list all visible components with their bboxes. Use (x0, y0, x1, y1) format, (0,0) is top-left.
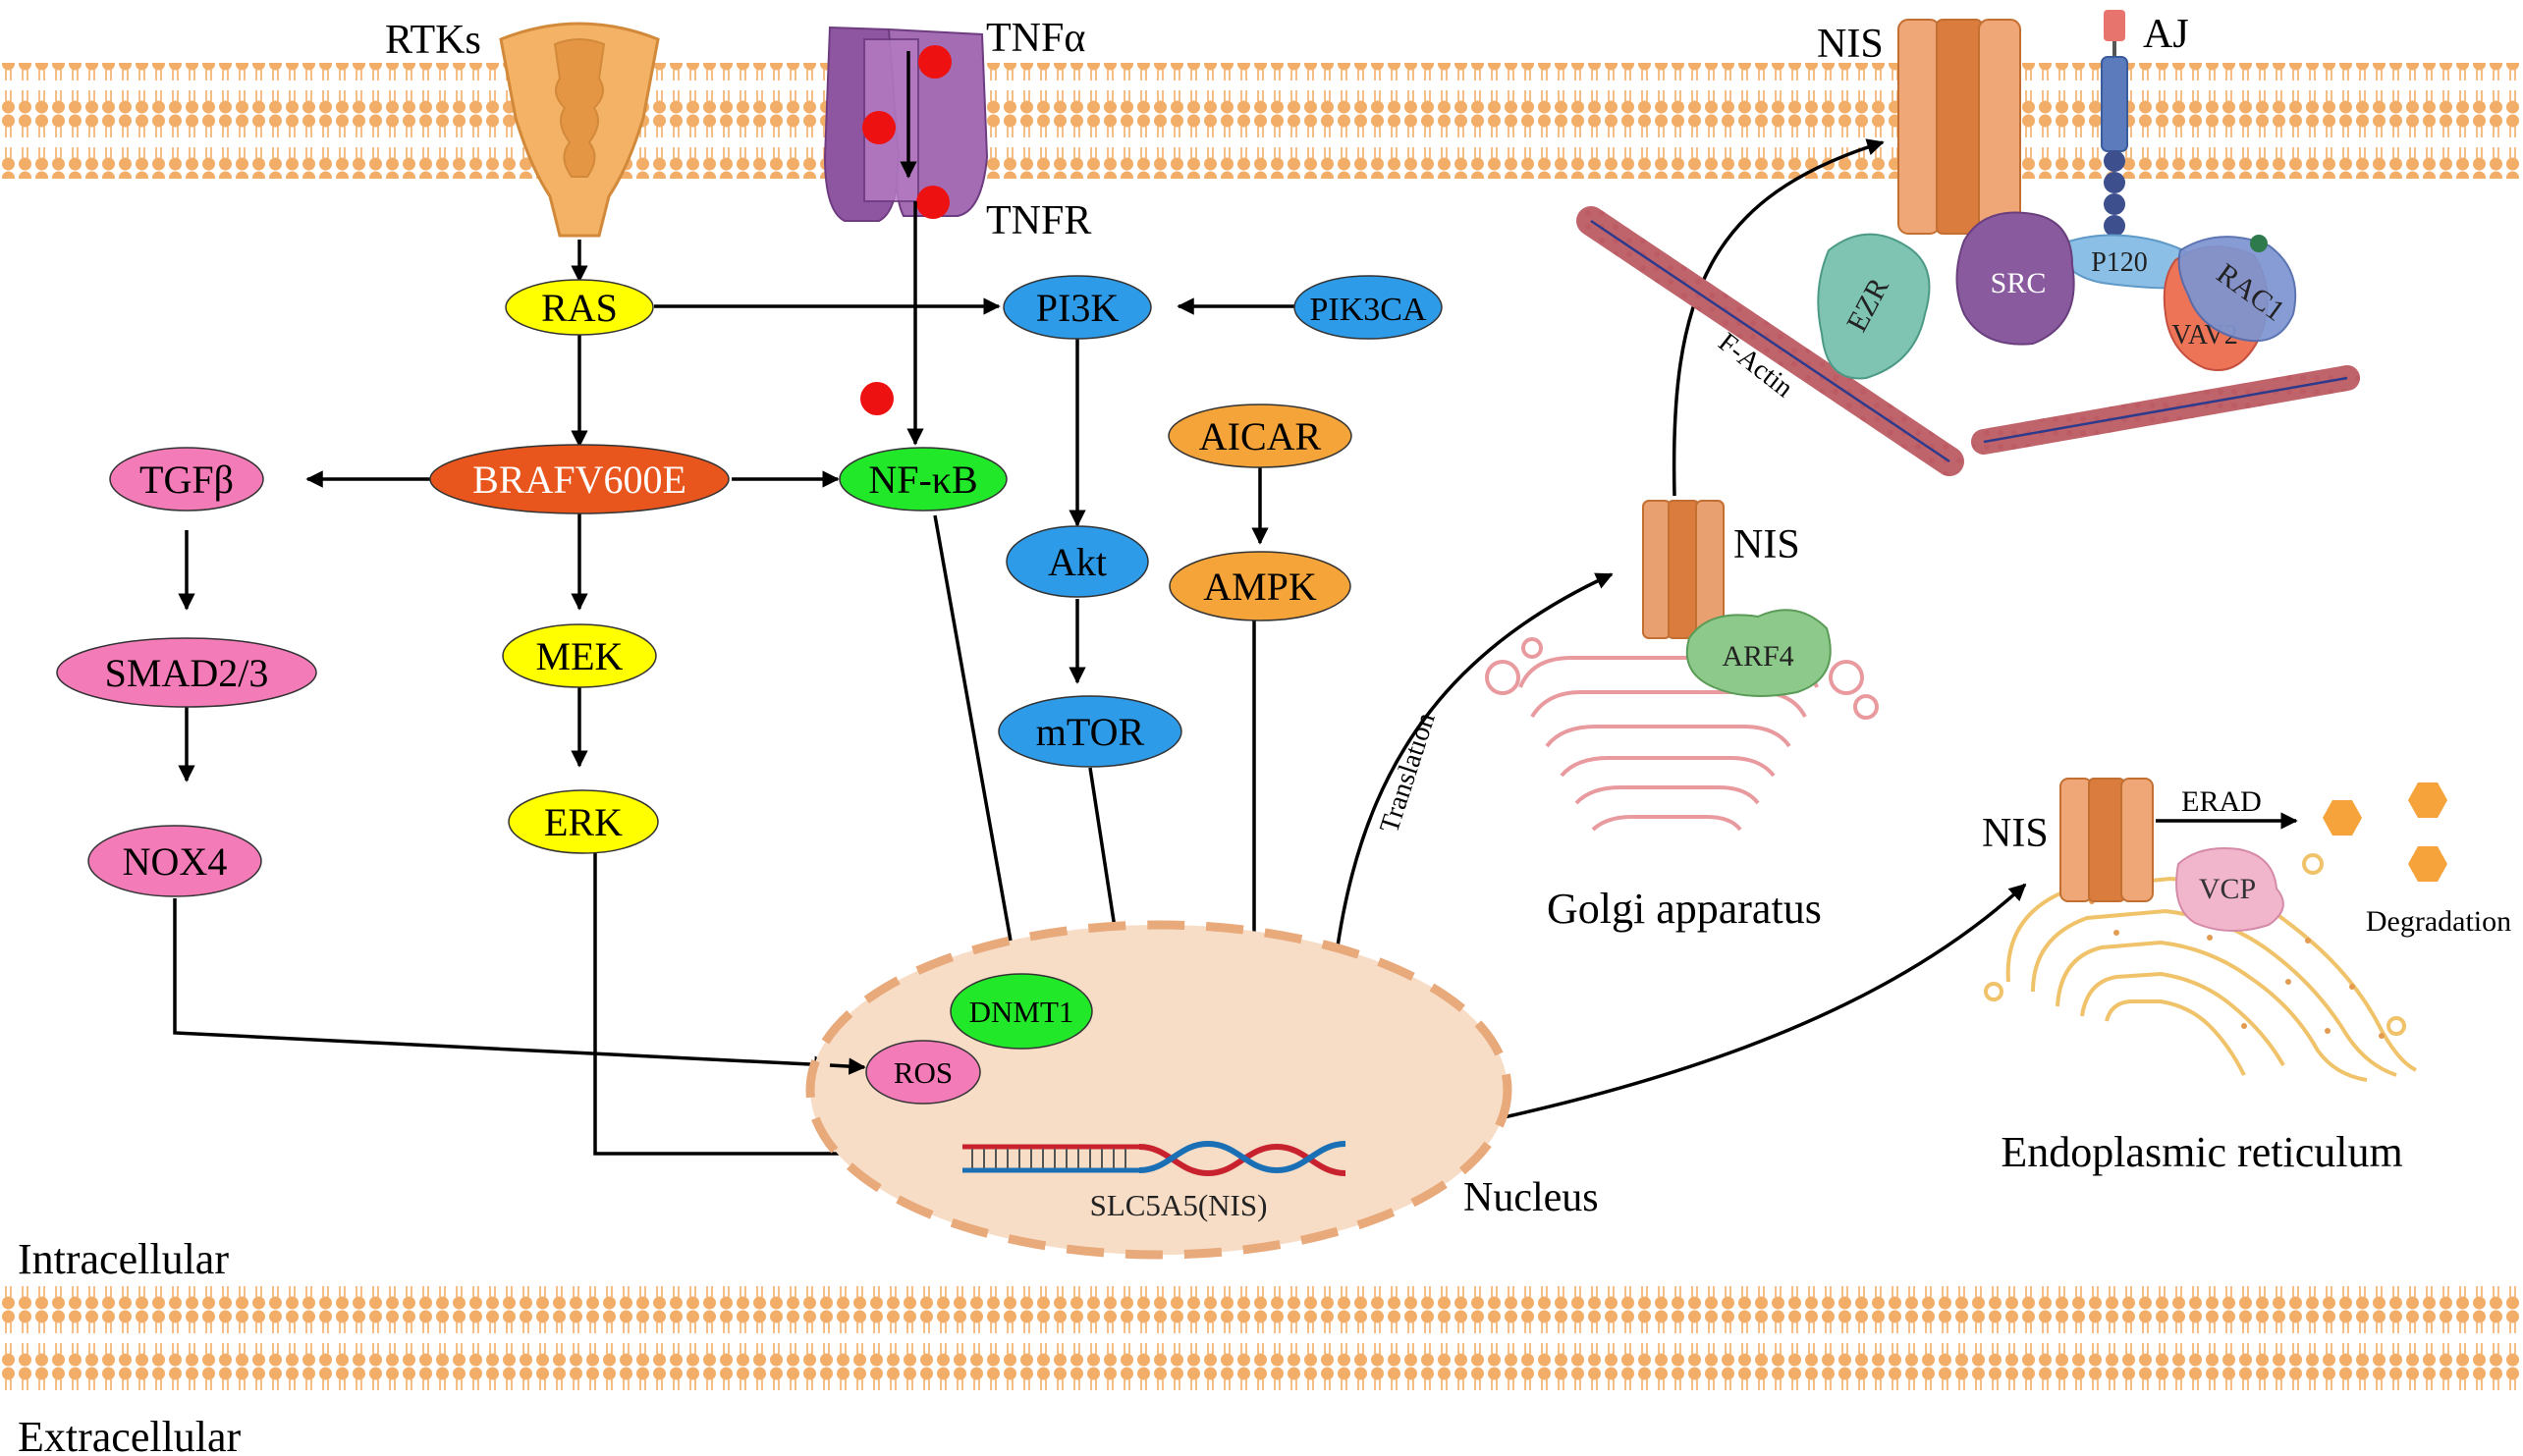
dnmt1-node: DNMT1 (950, 973, 1093, 1050)
arf4-protein-icon: ARF4 (1685, 609, 1832, 697)
aicar-node: AICAR (1168, 404, 1352, 468)
pi3k-label: PI3K (1036, 286, 1120, 330)
pik3ca-node: PIK3CA (1293, 275, 1443, 340)
mtor-node: mTOR (998, 695, 1182, 768)
dnmt1-label: DNMT1 (969, 995, 1074, 1029)
smad-node: SMAD2/3 (56, 637, 317, 708)
er-label: Endoplasmic reticulum (2001, 1128, 2402, 1176)
factin-filament-icon (1576, 206, 2360, 476)
vcp-protein-icon: VCP (2175, 847, 2284, 933)
nfkb-label: NF-κB (868, 458, 977, 502)
pi3k-node: PI3K (1003, 275, 1152, 340)
akt-label: Akt (1048, 540, 1107, 584)
smad-label: SMAD2/3 (105, 651, 269, 695)
nox4-to-ros-arrow (829, 1057, 866, 1075)
akt-node: Akt (1006, 525, 1149, 598)
vcp-label: VCP (2199, 873, 2256, 905)
gene-label: SLC5A5(NIS) (1090, 1188, 1268, 1222)
aicar-label: AICAR (1199, 414, 1322, 458)
tnfr-label: TNFR (986, 198, 1091, 243)
aj-adherens-junction-icon (2101, 10, 2128, 237)
src-protein-icon: SRC (1955, 211, 2075, 346)
nfkb-node: NF-κB (839, 447, 1008, 512)
tgfb-label: TGFβ (139, 458, 234, 502)
braf-node: BRAFV600E (429, 444, 730, 514)
nucleus-label: Nucleus (1463, 1175, 1599, 1220)
ros-node: ROS (865, 1040, 981, 1105)
mek-label: MEK (536, 634, 624, 678)
ras-node: RAS (505, 279, 654, 336)
ezr-protein-icon: EZR (1817, 233, 1931, 380)
tnf-receptor-icon (823, 26, 989, 222)
ros-label: ROS (894, 1055, 953, 1090)
erad-label: ERAD (2181, 785, 2262, 818)
tgfb-node: TGFβ (109, 447, 264, 512)
intracellular-label: Intracellular (18, 1235, 229, 1283)
bottom-membrane (0, 1279, 2523, 1395)
membrane-nis-label: NIS (1817, 22, 1884, 67)
membrane-nis-transporter-icon (1897, 19, 2021, 235)
mtor-label: mTOR (1036, 710, 1145, 754)
er-nis-label: NIS (1982, 811, 2049, 856)
ras-label: RAS (541, 286, 618, 330)
tnf-alpha-label: TNFα (986, 16, 1085, 61)
arf4-label: ARF4 (1722, 640, 1793, 673)
dna-helix-icon (962, 1140, 1346, 1177)
rtk-receptor-icon (499, 22, 660, 238)
tnf-alpha-ligand-icons (860, 45, 952, 415)
nox4-label: NOX4 (123, 839, 228, 884)
golgi-nis-transporter-icon (1642, 500, 1725, 639)
degradation-fragments-icon (2323, 782, 2447, 882)
erk-node: ERK (508, 789, 659, 854)
pik3ca-label: PIK3CA (1309, 292, 1426, 328)
top-membrane (0, 63, 2523, 179)
translation-label: Translation (1374, 709, 1442, 836)
p120-label: P120 (2091, 247, 2148, 278)
nox4-node: NOX4 (87, 825, 262, 897)
golgi-label: Golgi apparatus (1547, 885, 1822, 933)
rtks-label: RTKs (385, 18, 481, 63)
mek-node: MEK (502, 623, 657, 688)
ampk-node: AMPK (1169, 551, 1351, 621)
erk-label: ERK (544, 800, 623, 844)
er-icon (1984, 853, 2417, 1082)
er-nis-transporter-icon (2059, 778, 2154, 902)
braf-label: BRAFV600E (472, 458, 686, 502)
ampk-label: AMPK (1203, 565, 1317, 609)
degradation-label: Degradation (2366, 905, 2511, 938)
pathway-arrows (173, 51, 2298, 1151)
src-label: SRC (1991, 267, 2047, 299)
extracellular-label: Extracellular (18, 1413, 242, 1456)
rac1-protein-icon: RAC1 (2177, 235, 2297, 343)
aj-label: AJ (2143, 12, 2189, 57)
golgi-nis-label: NIS (1733, 522, 1800, 567)
